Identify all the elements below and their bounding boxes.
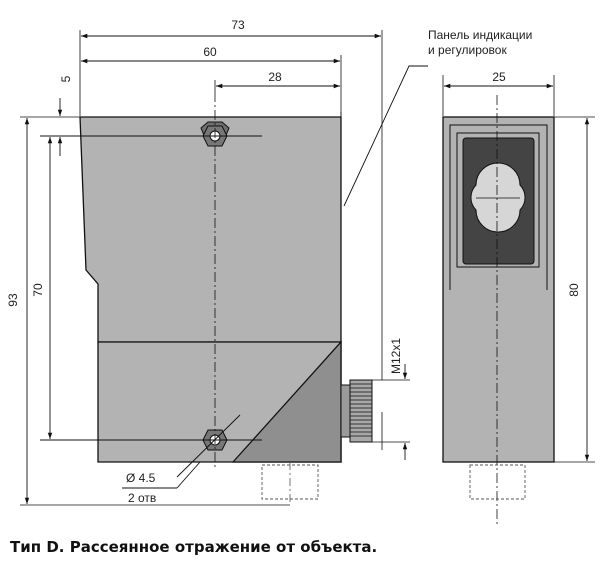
- dim-hole-count: 2 отв: [128, 491, 156, 505]
- dim-5: 5: [59, 75, 73, 82]
- dim-28: 28: [268, 70, 282, 84]
- dim-93: 93: [6, 293, 20, 307]
- sensor-housing: [79, 116, 342, 343]
- dim-hole-diameter: Ø 4.5: [126, 471, 156, 485]
- dim-thread: M12x1: [389, 338, 403, 374]
- technical-drawing: 73 60 28 5 93 70 M12x1 Ø 4.5 2 отв Панел…: [6, 18, 595, 525]
- dim-80: 80: [567, 283, 581, 297]
- lens-window: [470, 162, 526, 233]
- dim-25: 25: [492, 70, 506, 84]
- dim-73: 73: [231, 18, 245, 32]
- dim-70: 70: [31, 283, 45, 297]
- callout-line-2: и регулировок: [428, 43, 507, 57]
- front-view: 25 80: [442, 70, 595, 525]
- side-view: 73 60 28 5 93 70 M12x1 Ø 4.5 2 отв Панел…: [6, 18, 532, 506]
- m12-connector: [340, 379, 373, 443]
- dim-60: 60: [203, 45, 217, 59]
- figure-caption: Тип D. Рассеянное отражение от объекта.: [10, 538, 378, 556]
- callout-line-1: Панель индикации: [428, 28, 532, 42]
- front-cable-outline: [469, 464, 526, 500]
- callout-leader: [343, 65, 428, 207]
